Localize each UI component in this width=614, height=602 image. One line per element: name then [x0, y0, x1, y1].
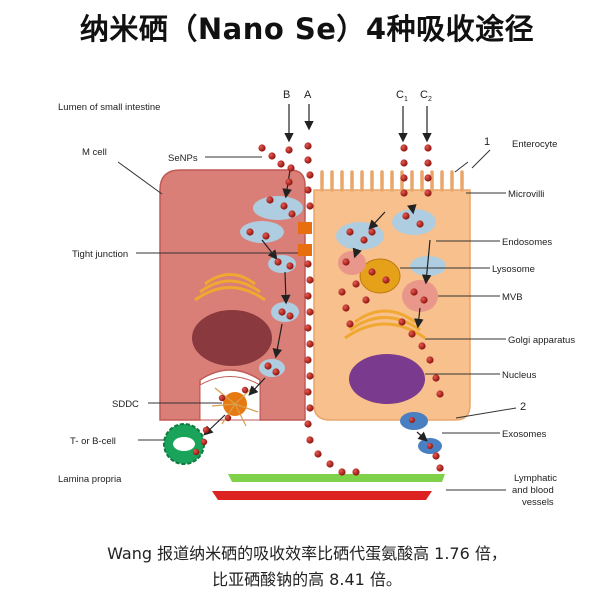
tight-junction-label: Tight junction: [72, 249, 128, 260]
lumen-label: Lumen of small intestine: [58, 102, 160, 113]
enterocyte-nucleus: [349, 354, 425, 404]
marker-2-label: 2: [520, 401, 526, 413]
exosomes-label: Exosomes: [502, 429, 547, 440]
pathway-c1-label: C1: [396, 89, 408, 103]
caption-line-2: 比亚硒酸钠的高 8.41 倍。: [212, 570, 402, 589]
mvb-label: MVB: [502, 292, 523, 303]
m-cell-golgi: [194, 273, 266, 302]
sddc-label: SDDC: [112, 399, 139, 410]
nucleus-label: Nucleus: [502, 370, 537, 381]
microvilli: [320, 170, 464, 192]
lymphatic-label-1: Lymphatic: [514, 473, 557, 484]
lysosome: [359, 258, 401, 294]
pathway-a-label: A: [304, 89, 312, 101]
lymphatic-label-2: and blood: [512, 485, 554, 496]
m-cell-label: M cell: [82, 147, 107, 158]
tight-junction: [298, 222, 312, 256]
senps-label: SeNPs: [168, 153, 198, 164]
t-or-b-cell-label: T- or B-cell: [70, 436, 116, 447]
lymphatic-label-3: vessels: [522, 497, 554, 508]
golgi-label: Golgi apparatus: [508, 335, 575, 346]
caption-line-1: Wang 报道纳米硒的吸收效率比硒代蛋氨酸高 1.76 倍，: [107, 544, 507, 563]
lysosome-label: Lysosome: [492, 264, 535, 275]
lamina-propria-label: Lamina propria: [58, 474, 122, 485]
enterocyte-label: Enterocyte: [512, 139, 557, 150]
lymphatic-vessel: [228, 474, 445, 482]
blood-vessel: [212, 491, 432, 500]
marker-1-label: 1: [484, 136, 490, 148]
pathway-b-label: B: [283, 89, 290, 101]
t-or-b-cell: [163, 423, 205, 465]
absorption-pathway-diagram: Lumen of small intestine M cell SeNPs Ti…: [58, 89, 575, 508]
mvb: [402, 280, 438, 312]
page-title: 纳米硒（Nano Se）4种吸收途径: [79, 12, 535, 46]
leader-lines: [117, 149, 517, 491]
microvilli-label: Microvilli: [508, 189, 544, 200]
endosomes-label: Endosomes: [502, 237, 552, 248]
pathway-c2-label: C2: [420, 89, 432, 103]
sddc-cell: [211, 385, 259, 427]
m-cell-nucleus: [192, 310, 272, 366]
senps-particles: [192, 142, 444, 476]
enterocyte-golgi: [344, 309, 426, 340]
